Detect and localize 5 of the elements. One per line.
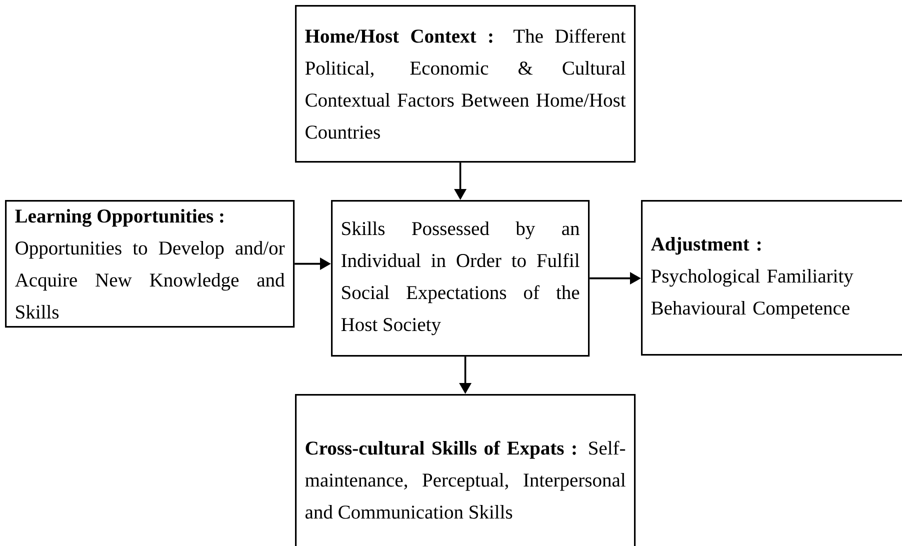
box: Learning Opportunities : Opportunities to Develop and/or Acquire New Knowledge and Skills — [5, 200, 295, 328]
box: Home/Host Context : The Different Political, Economic & Cultural Contextual Factors Between Home/Host Countries — [295, 5, 636, 163]
box: Cross-cultural Skills of Expats : Self-maintenance, Perceptual, Interpersonal and Communication Skills — [295, 394, 636, 546]
box: Adjustment : Psychological Familiarity Behavioural Competence — [641, 200, 902, 356]
box: Skills Possessed by an Individual in Order to Fulfil Social Expectations of the Host Society — [331, 200, 590, 357]
